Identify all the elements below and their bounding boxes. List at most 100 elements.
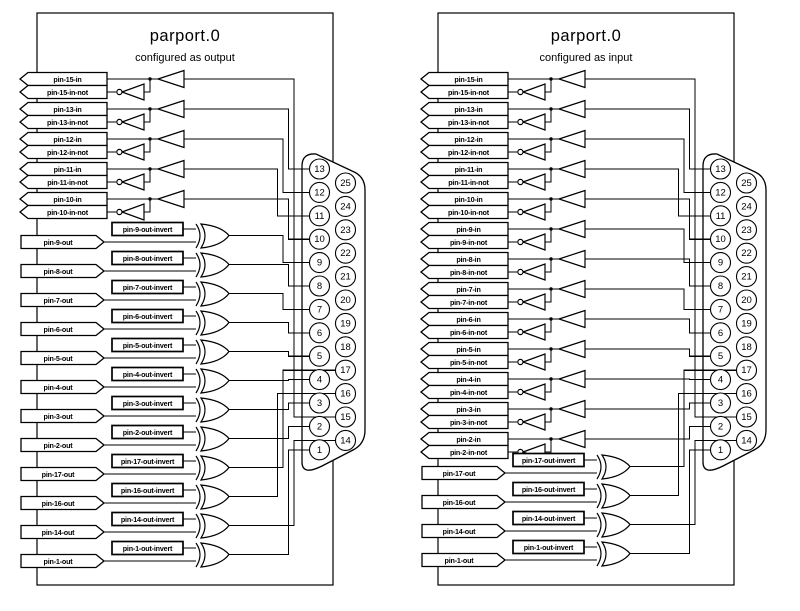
xor-gate-icon xyxy=(199,252,230,278)
xor-gate-icon xyxy=(195,397,201,423)
xor-gate-icon xyxy=(596,541,602,567)
signal-wire xyxy=(545,349,552,363)
invert-param-label: pin-17-out-invert xyxy=(522,456,576,465)
inverter-bubble-icon xyxy=(116,148,123,156)
buffer-gate-icon xyxy=(557,219,586,239)
component-mode-label: configured as output xyxy=(135,52,235,64)
hal-out-pin-tag xyxy=(421,552,507,568)
invert-param-label: pin-5-out-invert xyxy=(123,341,173,350)
connector-pin-circle xyxy=(308,439,331,461)
hal-pin-label: pin-4-in-not xyxy=(450,388,488,397)
invert-param-label: pin-3-out-invert xyxy=(123,399,173,408)
xor-gate-icon xyxy=(199,426,230,452)
signal-wire xyxy=(545,259,552,273)
signal-wire xyxy=(144,139,151,153)
connector-pin-circle xyxy=(308,392,331,414)
connector-pin-circle xyxy=(334,312,357,334)
invert-param-label: pin-8-out-invert xyxy=(123,254,173,263)
wire-junction-dot xyxy=(148,167,152,171)
signal-wire xyxy=(229,321,310,334)
buffer-gate-icon xyxy=(156,129,185,149)
inverter-bubble-icon xyxy=(116,208,123,216)
hal-in-not-pin-tag xyxy=(419,384,509,400)
connector-pin-circle xyxy=(334,406,357,428)
connector-pin-number: 15 xyxy=(741,412,752,423)
inverter-gate-icon xyxy=(521,233,546,251)
signal-wire xyxy=(229,402,310,411)
signal-wire xyxy=(585,348,711,357)
wire-junction-dot xyxy=(549,257,553,261)
hal-in-not-pin-tag xyxy=(419,264,509,280)
hal-pin-label: pin-12-in-not xyxy=(47,148,89,157)
connector-pin-circle xyxy=(709,275,732,297)
connector-pin-circle xyxy=(334,172,357,194)
connector-pin-number: 3 xyxy=(317,398,322,409)
connector-pin-number: 13 xyxy=(314,164,325,175)
connector-pin-circle xyxy=(709,322,732,344)
connector-pin-number: 10 xyxy=(314,234,325,245)
hal-pin-label: pin-3-in-not xyxy=(450,418,488,427)
hal-pin-label: pin-15-in-not xyxy=(47,88,89,97)
xor-gate-icon xyxy=(195,281,201,307)
buffer-gate-icon xyxy=(557,189,586,209)
buffer-gate-icon xyxy=(557,279,586,299)
inverter-gate-icon xyxy=(521,383,546,401)
wire-junction-dot xyxy=(549,347,553,351)
rows-layer: pin-15-inpin-15-in-notpin-13-inpin-13-in… xyxy=(419,69,631,568)
connector-pin-circle xyxy=(308,252,331,274)
signal-wire xyxy=(585,288,711,310)
invert-param-label: pin-16-out-invert xyxy=(121,486,175,495)
connector-pin-number: 24 xyxy=(741,201,752,212)
wire-junction-dot xyxy=(549,167,553,171)
wire-junction-dot xyxy=(549,377,553,381)
wire-junction-dot xyxy=(549,107,553,111)
connector-pin-circle xyxy=(334,289,357,311)
connector-pin-circle xyxy=(709,298,732,320)
inverter-gate-icon xyxy=(120,143,145,161)
wire-junction-dot xyxy=(549,137,553,141)
invert-param-label: pin-16-out-invert xyxy=(522,485,576,494)
hal-pin-label: pin-12-in xyxy=(53,135,81,144)
connector-pin-circle xyxy=(308,181,331,203)
connector-pin-circle xyxy=(735,172,758,194)
signal-wire xyxy=(184,108,310,170)
hal-in-not-pin-tag xyxy=(18,204,108,220)
hal-pin-label: pin-13-in-not xyxy=(47,118,89,127)
hal-pin-label: pin-7-in-not xyxy=(450,298,488,307)
connector-pin-circle xyxy=(735,429,758,451)
hal-pin-label: pin-14-out xyxy=(42,528,76,537)
connector-pin-number: 6 xyxy=(317,328,322,339)
signal-wire xyxy=(545,139,552,153)
inverter-gate-icon xyxy=(521,83,546,101)
connector-pin-circle xyxy=(709,392,732,414)
connector-pin-number: 19 xyxy=(340,318,351,329)
connector-pin-circle xyxy=(308,205,331,227)
inverter-bubble-icon xyxy=(517,178,524,186)
hal-in-not-pin-tag xyxy=(18,144,108,160)
connector-pins-layer: 1312111098765432125242322212019181716151… xyxy=(709,158,758,461)
hal-out-pin-tag xyxy=(20,292,106,308)
buffer-gate-icon xyxy=(557,159,586,179)
invert-param-label: pin-7-out-invert xyxy=(123,283,173,292)
inverter-bubble-icon xyxy=(517,388,524,396)
component-mode-label: configured as input xyxy=(540,52,633,64)
signal-wire xyxy=(585,402,711,410)
invert-param-label: pin-9-out-invert xyxy=(123,225,173,234)
xor-gate-icon xyxy=(195,310,201,336)
connector-pin-circle xyxy=(709,158,732,180)
signal-wire xyxy=(585,258,711,287)
invert-param-label: pin-1-out-invert xyxy=(123,544,173,553)
hal-pin-label: pin-11-in-not xyxy=(47,178,88,187)
inverter-bubble-icon xyxy=(517,418,524,426)
xor-gate-icon xyxy=(195,426,201,452)
connector-pin-circle xyxy=(308,298,331,320)
inverter-bubble-icon xyxy=(116,178,123,186)
connector-pin-number: 3 xyxy=(718,398,723,409)
connector-pin-number: 11 xyxy=(716,211,726,222)
inverter-gate-icon xyxy=(521,323,546,341)
connector-pin-number: 16 xyxy=(340,389,351,400)
connector-pin-circle xyxy=(308,275,331,297)
hal-in-not-pin-tag xyxy=(419,354,509,370)
connector-pin-number: 10 xyxy=(715,234,726,245)
xor-gate-icon xyxy=(199,368,230,394)
